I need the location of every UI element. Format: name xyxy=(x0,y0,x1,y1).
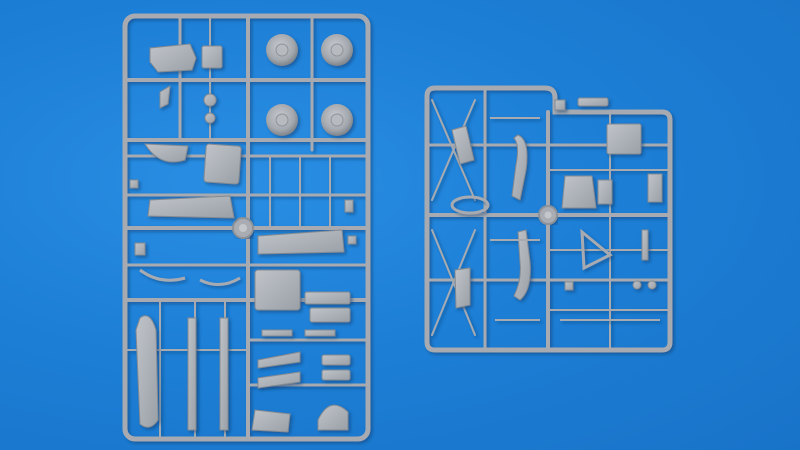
left-sprue-parts xyxy=(129,43,357,433)
left-sprue-hub xyxy=(232,217,254,239)
wheel-parts xyxy=(266,34,353,136)
right-sprue-hub xyxy=(538,205,558,225)
right-sprue-frame xyxy=(424,85,673,353)
right-sprue-parts xyxy=(450,97,663,321)
